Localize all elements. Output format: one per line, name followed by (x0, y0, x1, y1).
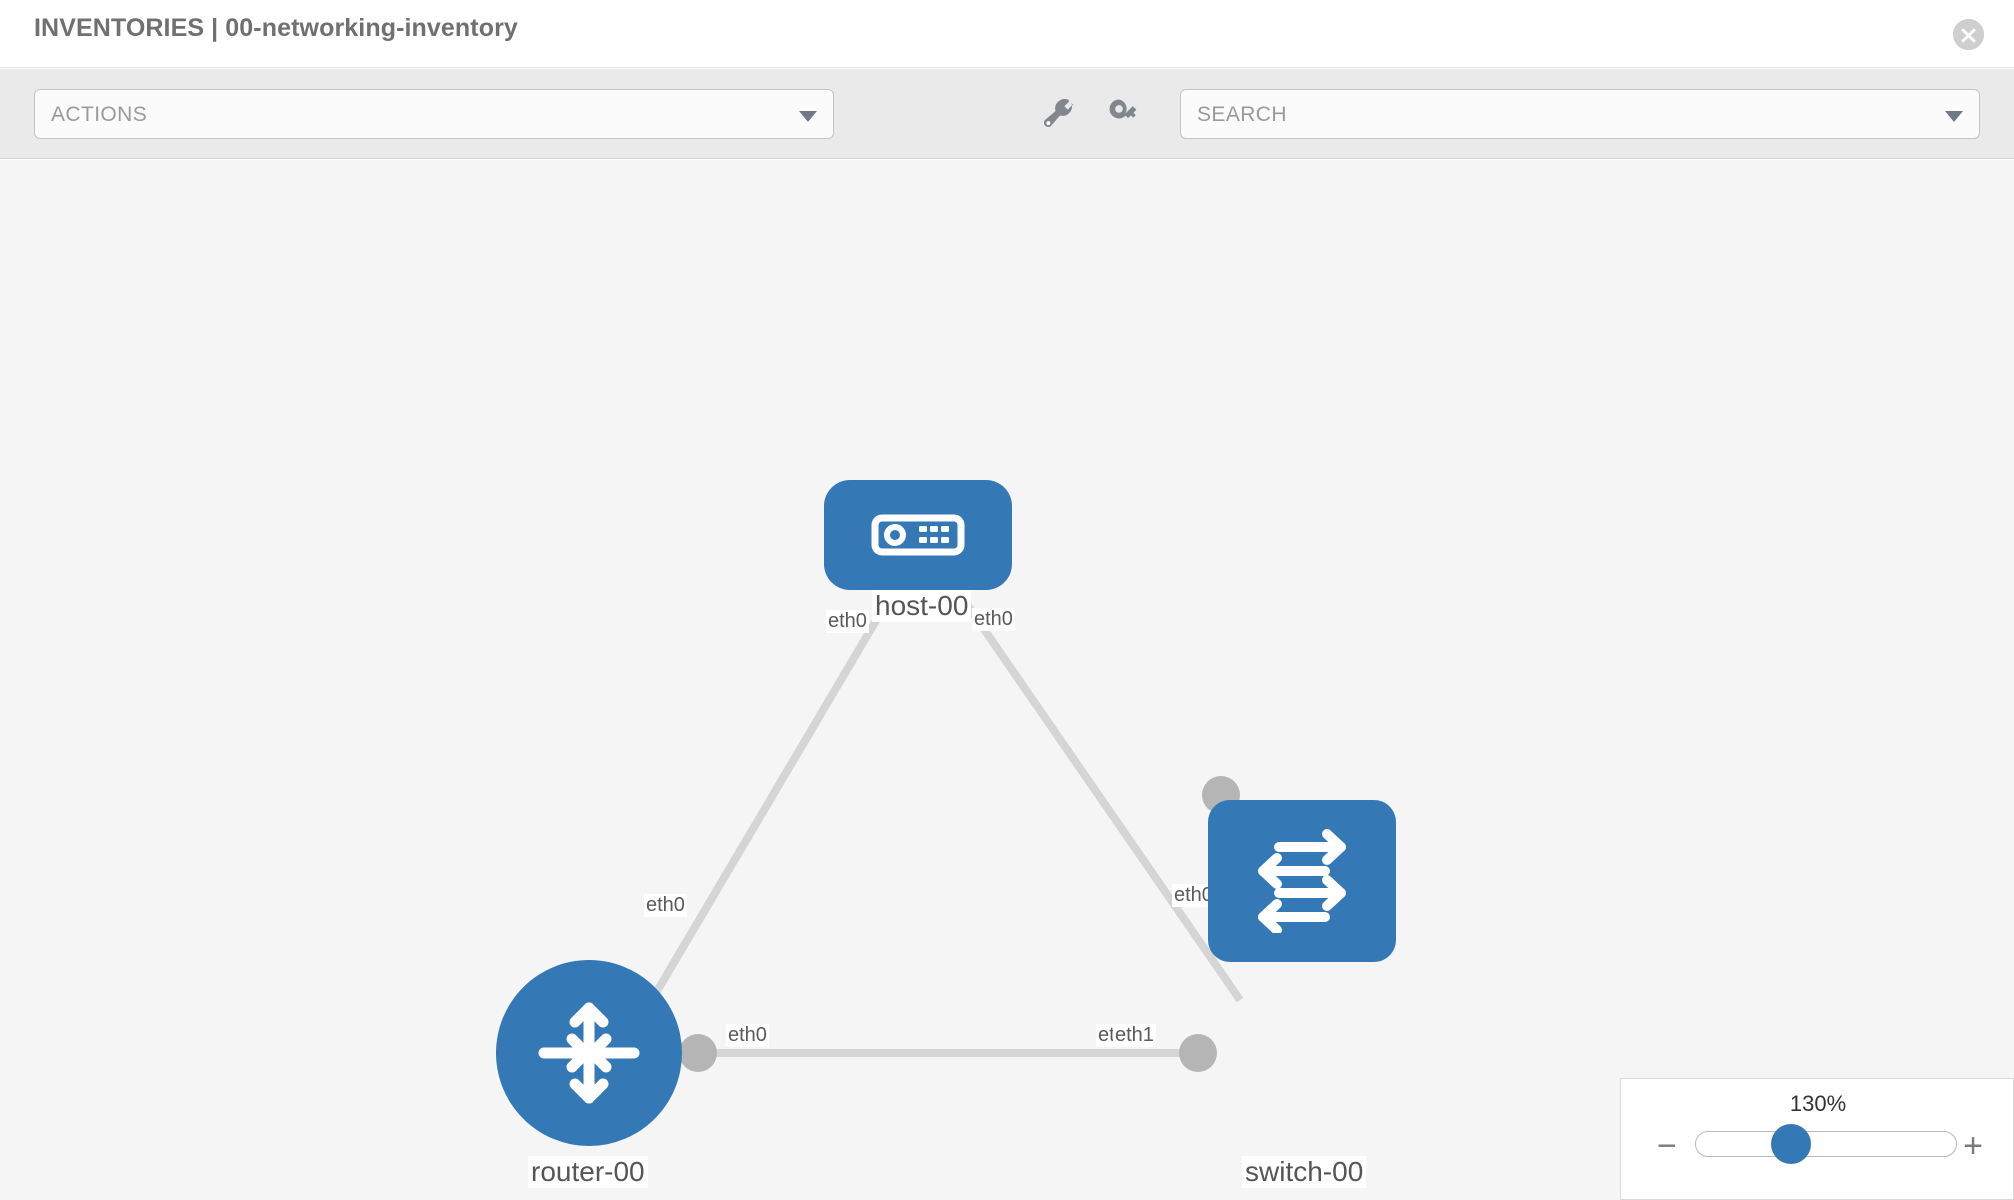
node-switch-00[interactable] (1208, 800, 1396, 962)
zoom-slider-thumb[interactable] (1771, 1124, 1811, 1164)
iface-label-switch-up: eth0 (1172, 884, 1215, 907)
search-input[interactable]: SEARCH (1180, 89, 1980, 139)
iface-label-host-left: eth0 (826, 610, 869, 633)
link-host-switch (946, 577, 1244, 1003)
switch-handle-left[interactable] (1179, 1034, 1217, 1072)
zoom-control-panel: 130% − + (1620, 1078, 2014, 1200)
search-placeholder: SEARCH (1197, 103, 1287, 126)
page-header: INVENTORIES | 00-networking-inventory (0, 0, 2014, 68)
iface-label-host-right: eth0 (972, 608, 1015, 631)
wrench-icon[interactable] (1040, 96, 1078, 134)
switch-arrows-icon (1258, 829, 1346, 933)
topology-canvas[interactable]: host-00 eth0 eth0 eth0 (0, 160, 2014, 1200)
chevron-down-icon (799, 111, 817, 122)
zoom-slider-track[interactable] (1695, 1131, 1957, 1157)
chevron-down-icon[interactable] (1945, 111, 1963, 122)
router-arrows-icon (538, 1002, 640, 1104)
node-router-00[interactable] (496, 960, 682, 1146)
close-icon[interactable] (1953, 19, 1984, 50)
router-handle-right[interactable] (679, 1034, 717, 1072)
link-host-router (636, 577, 904, 1023)
node-host-00[interactable] (824, 480, 1012, 590)
actions-dropdown[interactable]: ACTIONS (34, 89, 834, 139)
iface-label-switch-left: eth1 (1113, 1024, 1156, 1047)
zoom-in-button[interactable]: + (1963, 1127, 1983, 1165)
topology-links (636, 577, 1244, 1057)
page-title: INVENTORIES | 00-networking-inventory (34, 14, 518, 42)
zoom-out-button[interactable]: − (1657, 1127, 1677, 1165)
node-label-switch-00: switch-00 (1242, 1156, 1367, 1189)
iface-label-router-up: eth0 (644, 894, 687, 917)
iface-label-router-right: eth0 (726, 1024, 769, 1047)
key-icon[interactable] (1106, 96, 1144, 134)
node-label-router-00: router-00 (528, 1156, 648, 1189)
zoom-level-value: 130% (1789, 1091, 1847, 1116)
actions-dropdown-label: ACTIONS (51, 103, 148, 126)
node-label-host-00: host-00 (872, 590, 972, 623)
server-appliance-icon (871, 514, 965, 556)
toolbar: ACTIONS SEARCH (0, 69, 2014, 159)
